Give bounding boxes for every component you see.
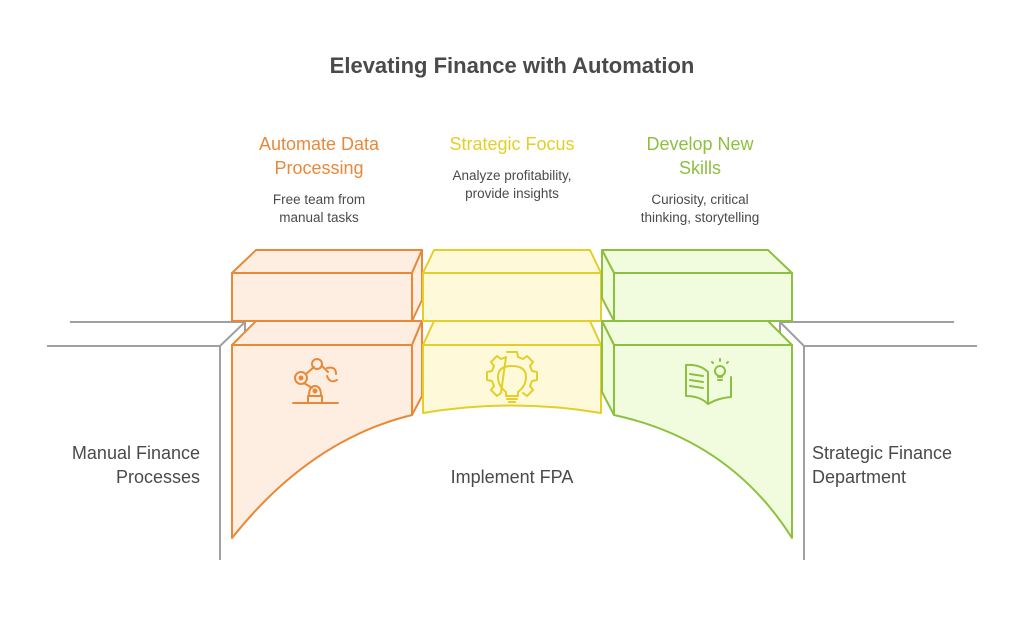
step-2-top-slab-front	[422, 272, 602, 322]
step-2-top-slab-top	[422, 249, 602, 274]
step-3-description-line-2: thinking, storytelling	[640, 210, 760, 225]
step-3-title: Develop New Skills	[600, 132, 800, 180]
step-2-description-line-2: provide insights	[465, 186, 559, 201]
step-3-title-line-2: Skills	[678, 158, 721, 178]
step-1-body-front	[231, 344, 413, 539]
book-lightbulb-icon	[685, 358, 732, 405]
step-1-title-line-1: Automate Data	[258, 134, 380, 154]
step-2-block	[422, 249, 602, 414]
step-3-title-line-1: Develop New	[646, 134, 754, 154]
end-label-line-1: Strategic Finance	[812, 443, 953, 463]
step-1-description-line-2: manual tasks	[279, 210, 359, 225]
step-1-block	[231, 249, 423, 539]
step-1-description-line-1: Free team from	[272, 192, 366, 207]
end-label-line-2: Department	[812, 467, 907, 487]
step-2-title-line-1: Strategic Focus	[449, 134, 575, 154]
step-3-top-slab-top	[601, 249, 793, 274]
end-label: Strategic Finance Department	[812, 441, 992, 489]
step-3-block	[601, 249, 793, 539]
step-1-title: Automate Data Processing	[219, 132, 419, 180]
step-1-title-line-2: Processing	[274, 158, 364, 178]
step-2-title: Strategic Focus	[412, 132, 612, 156]
step-3-description: Curiosity, critical thinking, storytelli…	[600, 191, 800, 227]
step-2-description-line-1: Analyze profitability,	[452, 168, 572, 183]
lightbulb-gear-icon	[486, 351, 538, 403]
start-label: Manual Finance Processes	[40, 441, 200, 489]
step-3-top-slab-front	[613, 272, 793, 322]
step-3-body-front	[613, 344, 793, 539]
step-2-description: Analyze profitability, provide insights	[412, 167, 612, 203]
start-label-line-2: Processes	[115, 467, 200, 487]
step-2-body-front	[422, 344, 602, 414]
step-2-body-top	[422, 320, 602, 346]
center-label: Implement FPA	[450, 467, 574, 487]
step-1-description: Free team from manual tasks	[219, 191, 419, 227]
step-1-top-slab-top	[231, 249, 423, 274]
robot-arm-icon	[292, 358, 339, 404]
step-1-top-slab-front	[231, 272, 413, 322]
step-3-body-top	[601, 320, 793, 346]
step-3-description-line-1: Curiosity, critical	[651, 192, 749, 207]
start-label-line-1: Manual Finance	[71, 443, 200, 463]
diagram-title: Elevating Finance with Automation	[329, 53, 695, 78]
step-1-body-top	[231, 320, 423, 346]
